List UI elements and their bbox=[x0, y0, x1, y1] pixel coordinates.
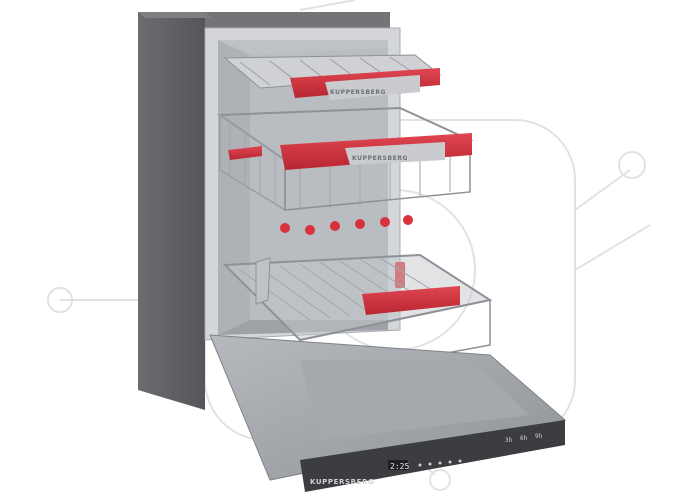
program-label-6h: 6h bbox=[520, 435, 528, 442]
upper-basket: KUPPERSBERG bbox=[216, 106, 474, 212]
open-door: KUPPERSBERG bbox=[209, 334, 567, 492]
cutlery-tray: KUPPERSBERG bbox=[223, 54, 442, 100]
panel-button[interactable] bbox=[458, 459, 462, 463]
control-panel: 2:25 3h 6h 9h bbox=[388, 433, 543, 471]
brand-label-rack: KUPPERSBERG bbox=[352, 155, 408, 162]
brand-label-upper: KUPPERSBERG bbox=[330, 89, 386, 96]
panel-button[interactable] bbox=[448, 460, 452, 464]
panel-button[interactable] bbox=[418, 463, 422, 467]
panel-button[interactable] bbox=[438, 461, 442, 465]
cabinet-body bbox=[138, 12, 390, 410]
program-label-9h: 9h bbox=[535, 433, 543, 440]
lower-basket bbox=[222, 253, 493, 381]
panel-button[interactable] bbox=[428, 462, 432, 466]
time-display: 2:25 bbox=[390, 462, 409, 471]
program-label-3h: 3h bbox=[505, 437, 513, 444]
brand-label-door: KUPPERSBERG bbox=[310, 478, 374, 486]
